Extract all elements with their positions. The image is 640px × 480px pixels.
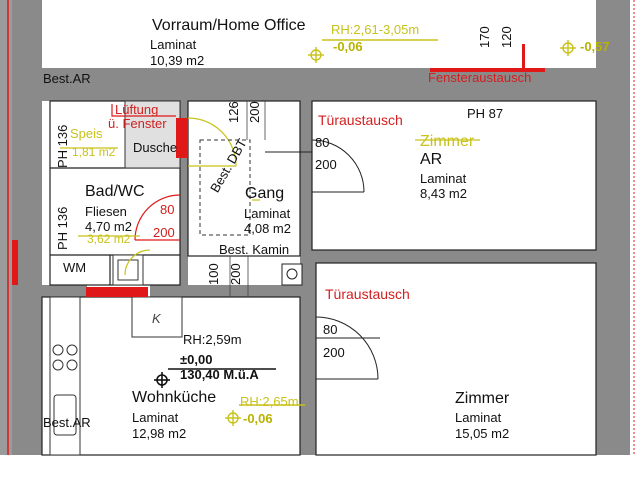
shower-tray: [124, 100, 181, 169]
level-rh-kitchen2: RH:2,65m: [240, 394, 299, 409]
room-floor-vorraum: Laminat: [150, 37, 197, 52]
dim-200-gang-top: 200: [247, 101, 262, 123]
dim-200-gang-bottom: 200: [228, 263, 243, 285]
room-floor-ar: Laminat: [420, 171, 467, 186]
room-area-bad-old: 3,62 m2: [87, 232, 131, 246]
dim-120: 120: [499, 26, 514, 48]
label-tuer-ar: Türaustausch: [318, 112, 403, 128]
label-ueber-fenster: ü. Fenster: [108, 116, 167, 131]
dim-100: 100: [206, 263, 221, 285]
room-area-speis-old: 1,81 m2: [72, 145, 116, 159]
level-rh-kitchen: RH:2,59m: [183, 332, 242, 347]
dim-lines: [229, 101, 266, 297]
door-swings: [265, 139, 380, 380]
label-best-ar-top: Best.AR: [43, 71, 91, 86]
level-markers: [225, 39, 576, 426]
level-rh-top: RH:2,61-3,05m: [331, 22, 420, 37]
chimney: [281, 263, 303, 286]
room-name-speis-old: Speis: [70, 126, 103, 141]
room-area-ar: 8,43 m2: [420, 186, 467, 201]
level-mua: 130,40 M.ü.A: [180, 367, 259, 382]
room-area-bad: 4,70 m2: [85, 219, 132, 234]
dbt-dashed-box: [199, 139, 251, 236]
dim-200-ar: 200: [315, 157, 337, 172]
level-value-top: -0,06: [333, 39, 363, 54]
level-value-kitchen: -0,06: [243, 411, 273, 426]
room-floor-zimmer: Laminat: [455, 410, 502, 425]
label-tuer-zimmer: Türaustausch: [325, 286, 410, 302]
room-floor-gang: Laminat: [244, 206, 291, 221]
stove: [52, 344, 78, 371]
walls: [12, 0, 630, 455]
label-ph87: PH 87: [467, 106, 504, 121]
label-kitchen-k: K: [152, 311, 161, 326]
dim-126: 126: [226, 101, 241, 123]
dim-80-bath: 80: [160, 202, 175, 217]
room-name-kueche: Wohnküche: [132, 389, 217, 406]
room-name-vorraum: Vorraum/Home Office: [152, 17, 306, 34]
room-name-ar: AR: [420, 151, 443, 168]
olive-door-swing: [187, 117, 237, 167]
label-best-kamin: Best. Kamin: [219, 242, 290, 257]
room-floor-kueche: Laminat: [132, 410, 179, 425]
dim-170: 170: [477, 26, 492, 48]
kitchen-sink: [53, 394, 77, 436]
dim-80-ar: 80: [315, 135, 330, 150]
dim-ph136-b: PH 136: [55, 206, 70, 250]
zero-level-marker: [154, 368, 276, 388]
level-value-top-right: -0,57: [580, 39, 610, 54]
room-name-zimmer: Zimmer: [455, 390, 510, 407]
label-dusche: Dusche: [133, 140, 178, 155]
room-name-gang: Gang: [245, 185, 285, 202]
dim-ph136-a: PH 136: [55, 124, 70, 168]
room-area-vorraum: 10,39 m2: [150, 53, 205, 68]
label-fenstertausch: Fensteraustausch: [428, 70, 532, 85]
room-name-bad: Bad/WC: [85, 183, 145, 200]
partitions: [41, 100, 597, 456]
red-door-swing: [134, 194, 181, 241]
room-area-gang: 4,08 m2: [244, 221, 291, 236]
room-area-kueche: 12,98 m2: [132, 426, 187, 441]
dim-200-bath: 200: [153, 225, 175, 240]
room-area-zimmer: 15,05 m2: [455, 426, 510, 441]
dim-80-zimmer: 80: [323, 322, 338, 337]
label-lueftung: Lüftung: [115, 102, 159, 117]
label-wm: WM: [63, 260, 87, 275]
olive-strikes: [60, 139, 480, 237]
exterior-wall-left: [0, 0, 12, 455]
label-best-ar-bottom: Best.AR: [43, 415, 91, 430]
level-zero: ±0,00: [180, 352, 213, 367]
red-markers: [12, 44, 545, 297]
room-floor-bad: Fliesen: [85, 204, 127, 219]
dim-200-zimmer: 200: [323, 345, 345, 360]
room-name-ar-old: Zimmer: [420, 133, 475, 150]
